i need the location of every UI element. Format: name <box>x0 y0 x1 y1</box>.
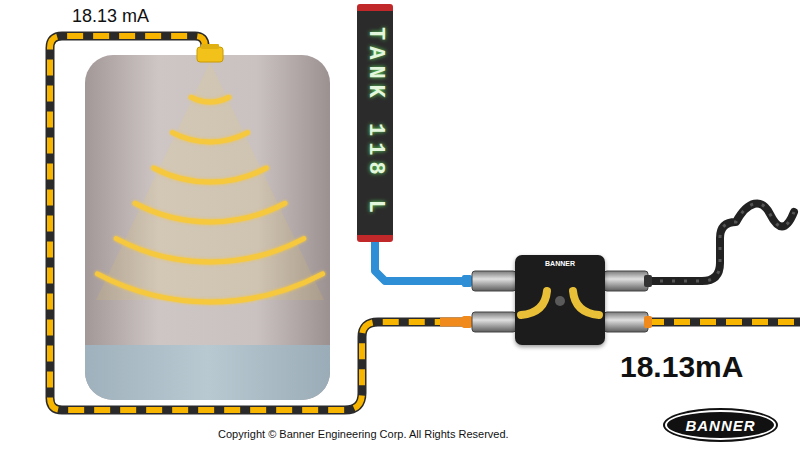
node-text: TANK 118 L <box>363 27 388 219</box>
signal-path <box>521 291 547 315</box>
sonar-wave <box>116 239 304 262</box>
cable <box>648 318 800 327</box>
sonar-cone <box>96 62 324 300</box>
current-reading: 18.13mA <box>620 350 743 384</box>
sonar-wave <box>191 97 229 102</box>
connector-body <box>472 271 516 291</box>
splitter-box: BANNER <box>515 255 605 345</box>
connector-body <box>472 312 516 332</box>
m12-connector <box>604 271 652 291</box>
copyright-note: Copyright © Banner Engineering Corp. All… <box>218 428 509 440</box>
brand-logo: BANNER <box>665 410 776 440</box>
connector-body <box>604 312 648 332</box>
connector-collar <box>462 275 472 287</box>
signal-path <box>573 291 599 315</box>
current-reading: 18.13 mA <box>72 6 149 27</box>
cable <box>50 36 470 410</box>
node-text: BANNER <box>545 260 575 267</box>
sonar-wave <box>173 133 248 142</box>
status-led <box>555 296 565 306</box>
m12-connector <box>462 312 516 332</box>
sonar-waves <box>97 97 322 302</box>
connector-collar <box>462 316 472 328</box>
ultrasonic-sensor <box>197 44 223 62</box>
sensor-body <box>197 47 223 62</box>
connector-collar <box>644 275 652 287</box>
sensor-cable <box>50 36 472 410</box>
output-cable <box>648 322 800 323</box>
sonar-wave <box>97 274 322 302</box>
m12-connector <box>462 271 516 291</box>
sensor-nut <box>201 44 219 49</box>
sonar-wave <box>154 168 267 182</box>
power-cable <box>648 204 794 281</box>
liquid-level <box>85 345 330 400</box>
cable-stripe <box>648 319 800 325</box>
signal-glow <box>515 255 605 345</box>
cable-stripe <box>50 36 470 410</box>
cable <box>648 204 794 281</box>
connector-body <box>604 271 648 291</box>
cable-stripe <box>648 204 794 281</box>
connector-collar <box>644 316 652 328</box>
led-display: TANK 118 L <box>357 4 393 242</box>
node-text: BANNER <box>685 417 755 434</box>
sonar-wave <box>135 203 285 222</box>
m12-connector <box>604 312 652 332</box>
